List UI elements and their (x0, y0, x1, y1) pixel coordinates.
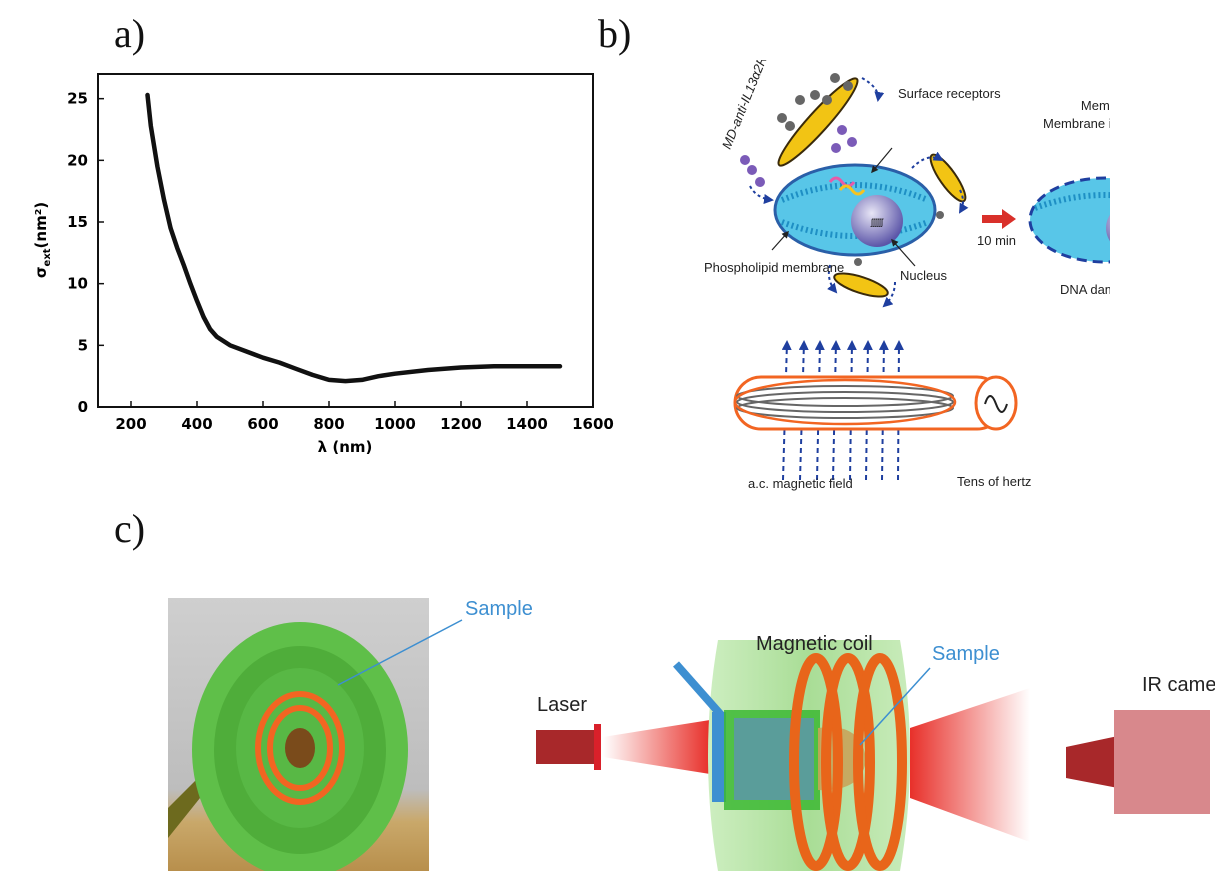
ir-camera-lens (1066, 736, 1118, 788)
magnetic-disk (929, 153, 967, 203)
receptor-cluster (740, 125, 857, 187)
ac-field-label: a.c. magnetic field (748, 476, 853, 491)
y-tick-label: 10 (67, 275, 88, 293)
nucleus-icon (1106, 214, 1110, 242)
x-tick-label: 1400 (506, 415, 548, 433)
antibody-cluster (777, 73, 944, 266)
laser-beam (603, 720, 710, 774)
panel-c-label: c) (114, 506, 146, 551)
laser-label: Laser (537, 694, 588, 716)
x-tick-label: 1200 (440, 415, 482, 433)
x-tick-label: 1600 (572, 415, 614, 433)
panel-a-label: a) (114, 11, 146, 56)
orange-coil-ring (255, 691, 345, 805)
surface-receptors-label: Surface receptors (898, 86, 1001, 101)
ir-camera-label: IR camera (1142, 674, 1215, 696)
nucleus-label: Nucleus (900, 268, 947, 283)
svg-text:ʃʃʃʃʃʃ: ʃʃʃʃʃʃ (870, 217, 884, 227)
damaged-cell: ▪▫▪▫ (1028, 176, 1110, 264)
time-arrow (982, 209, 1016, 229)
magnetic-disk (777, 77, 859, 167)
ir-beam (910, 688, 1030, 842)
y-tick-label: 15 (67, 213, 88, 231)
magnetic-coil-rings (789, 653, 907, 871)
coil-icon (733, 375, 1018, 431)
magnetic-coil-label: Magnetic coil (756, 633, 873, 655)
sine-wave-icon (984, 395, 1008, 413)
x-tick-label: 800 (313, 415, 344, 433)
y-axis-label: σext(nm²) (32, 202, 53, 278)
x-tick-label: 200 (115, 415, 146, 433)
y-tick-label: 20 (67, 151, 88, 169)
membrane-integrity-label: MembraneMembrane integrity loss (1043, 98, 1110, 131)
ir-camera-body (1114, 710, 1210, 814)
x-tick-label: 1000 (374, 415, 416, 433)
panel-b-label: b) (598, 11, 632, 56)
coil-photo (168, 598, 429, 871)
frequency-label: Tens of hertz (957, 474, 1031, 489)
magnetic-disk (833, 272, 889, 298)
extinction-curve (145, 92, 563, 384)
setup-sample-label: Sample (932, 643, 1000, 665)
photo-sample-label: Sample (465, 598, 533, 620)
healthy-cell: ʃʃʃʃʃʃ (773, 163, 937, 257)
y-tick-label: 5 (78, 336, 88, 354)
dna-damage-label: DNA damage (1060, 282, 1110, 297)
x-tick-label: 400 (181, 415, 212, 433)
time-label: 10 min (977, 233, 1016, 248)
nucleus-icon (851, 195, 903, 247)
sample-icon (285, 728, 315, 768)
laser-device (536, 730, 598, 764)
y-tick-label: 0 (78, 398, 88, 416)
cell-damage-diagram: ʃʃʃʃʃʃ MD-anti-IL13α2R Surface receptors… (704, 60, 1110, 491)
x-axis-label: λ (nm) (318, 438, 373, 456)
y-tick-label: 25 (67, 90, 88, 108)
setup-schematic (536, 640, 1210, 871)
phospholipid-label: Phospholipid membrane (704, 260, 844, 275)
x-tick-label: 600 (247, 415, 278, 433)
plot-frame (97, 73, 594, 408)
